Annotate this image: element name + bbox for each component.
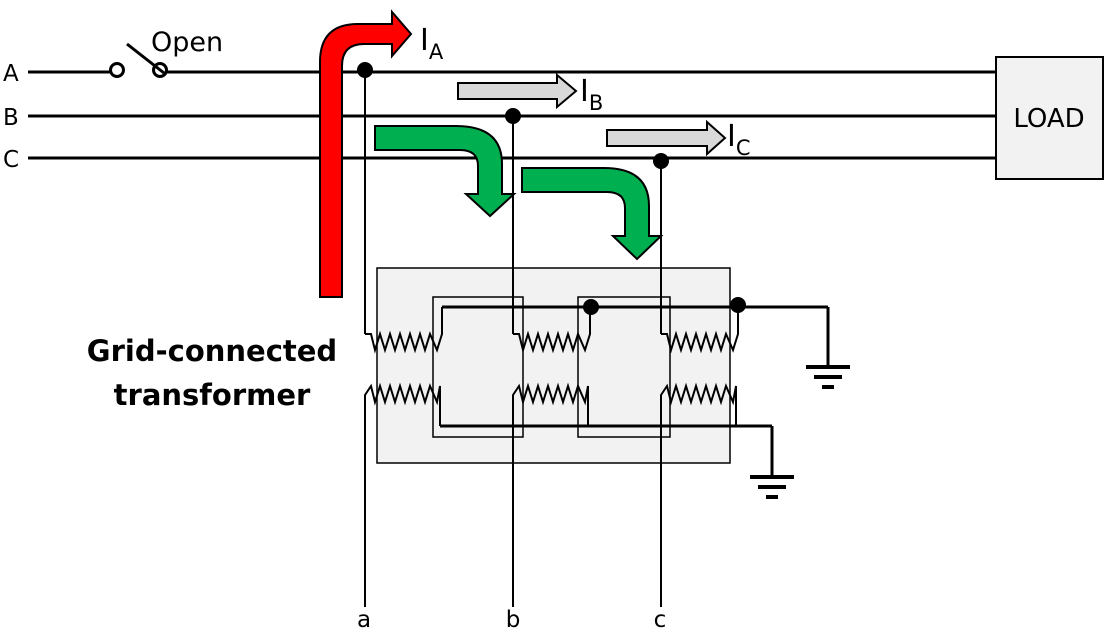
- load-current-arrow-c: [606, 119, 727, 157]
- load-box: [995, 56, 1104, 180]
- fault-current-arrow: [319, 9, 413, 298]
- neutral-dot-1: [583, 299, 599, 315]
- winding-icon: [661, 307, 739, 354]
- current-ib-label: IB: [580, 74, 603, 115]
- phase-a-label: A: [3, 61, 19, 87]
- neutral-dot-2: [730, 297, 746, 313]
- winding-icon: [512, 382, 589, 426]
- ground-icon: [750, 475, 794, 499]
- transformer-title-line2: transformer: [114, 378, 311, 412]
- winding-icon: [660, 382, 737, 426]
- load-current-arrow-b: [457, 72, 578, 110]
- open-switch-icon: [109, 42, 168, 78]
- winding-icon: [513, 307, 591, 354]
- junction-dot-c: [653, 153, 669, 169]
- induced-current-arrow-1: [374, 125, 517, 218]
- ground-icon: [806, 365, 850, 389]
- transformer-title-line1: Grid-connected: [87, 334, 337, 368]
- current-ia-label: IA: [420, 23, 444, 64]
- winding-icon: [365, 307, 443, 354]
- transformer-core-1: [432, 296, 524, 438]
- switch-label: Open: [151, 27, 223, 58]
- transformer-core-2: [577, 296, 671, 438]
- terminal-a-label: a: [357, 607, 371, 630]
- junction-dot-a: [357, 62, 373, 78]
- terminal-b-label: b: [506, 607, 521, 630]
- current-ic-label: IC: [727, 119, 751, 160]
- phase-c-label: C: [3, 147, 19, 173]
- phase-b-label: B: [3, 105, 19, 131]
- winding-icon: [364, 382, 441, 426]
- load-label: LOAD: [1013, 104, 1084, 134]
- terminal-c-label: c: [654, 607, 667, 630]
- transformer-box: [376, 267, 731, 464]
- induced-current-arrow-2: [521, 167, 664, 261]
- junction-dot-b: [505, 108, 521, 124]
